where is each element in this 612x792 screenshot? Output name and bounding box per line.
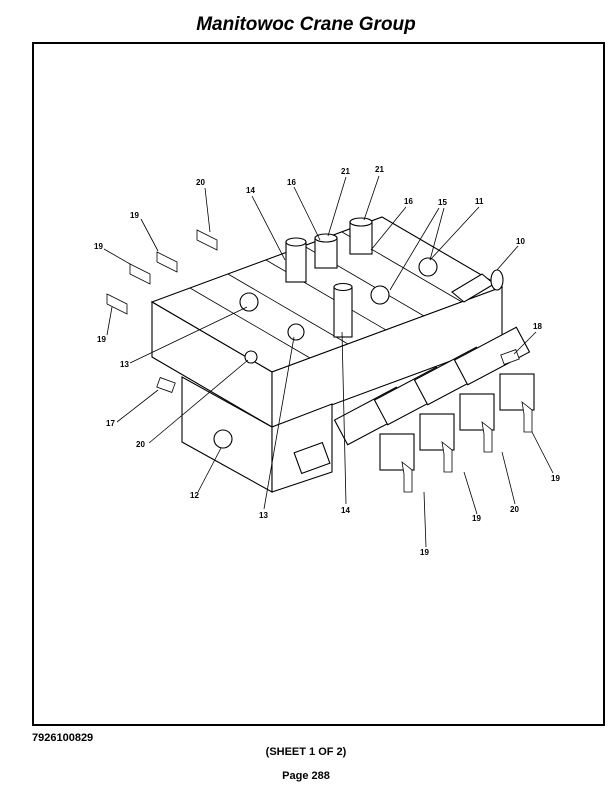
callout-16: 16	[287, 178, 296, 187]
callout-19: 19	[420, 548, 429, 557]
callouts: 20 14 16 21 21 16 15 11 19 10 19 19 18 1…	[94, 165, 560, 557]
valve-bank-illustration: 20 14 16 21 21 16 15 11 19 10 19 19 18 1…	[94, 165, 560, 557]
callout-20: 20	[196, 178, 205, 187]
callout-11: 11	[475, 197, 484, 206]
callout-13: 13	[259, 511, 268, 520]
callout-20: 20	[136, 440, 145, 449]
callout-19: 19	[551, 474, 560, 483]
page-title: Manitowoc Crane Group	[196, 14, 416, 35]
callout-15: 15	[438, 198, 447, 207]
callout-16: 16	[404, 197, 413, 206]
callout-19: 19	[97, 335, 106, 344]
callout-17: 17	[106, 419, 115, 428]
callout-19: 19	[94, 242, 103, 251]
leader-lines	[103, 175, 554, 548]
callout-13: 13	[120, 360, 129, 369]
callout-21: 21	[341, 167, 350, 176]
page-number: Page 288	[282, 770, 330, 782]
sheet-indicator: (SHEET 1 OF 2)	[265, 746, 347, 758]
spool-cylinders	[333, 326, 535, 493]
callout-19: 19	[472, 514, 481, 523]
drawing-frame: 20 14 16 21 21 16 15 11 19 10 19 19 18 1…	[32, 42, 605, 726]
callout-19: 19	[130, 211, 139, 220]
document-number: 7926100829	[32, 732, 94, 744]
callout-14: 14	[246, 186, 255, 195]
callout-20: 20	[510, 505, 519, 514]
callout-18: 18	[533, 322, 542, 331]
callout-12: 12	[190, 491, 199, 500]
callout-14: 14	[341, 506, 350, 515]
callout-21: 21	[375, 165, 384, 174]
callout-10: 10	[516, 237, 525, 246]
